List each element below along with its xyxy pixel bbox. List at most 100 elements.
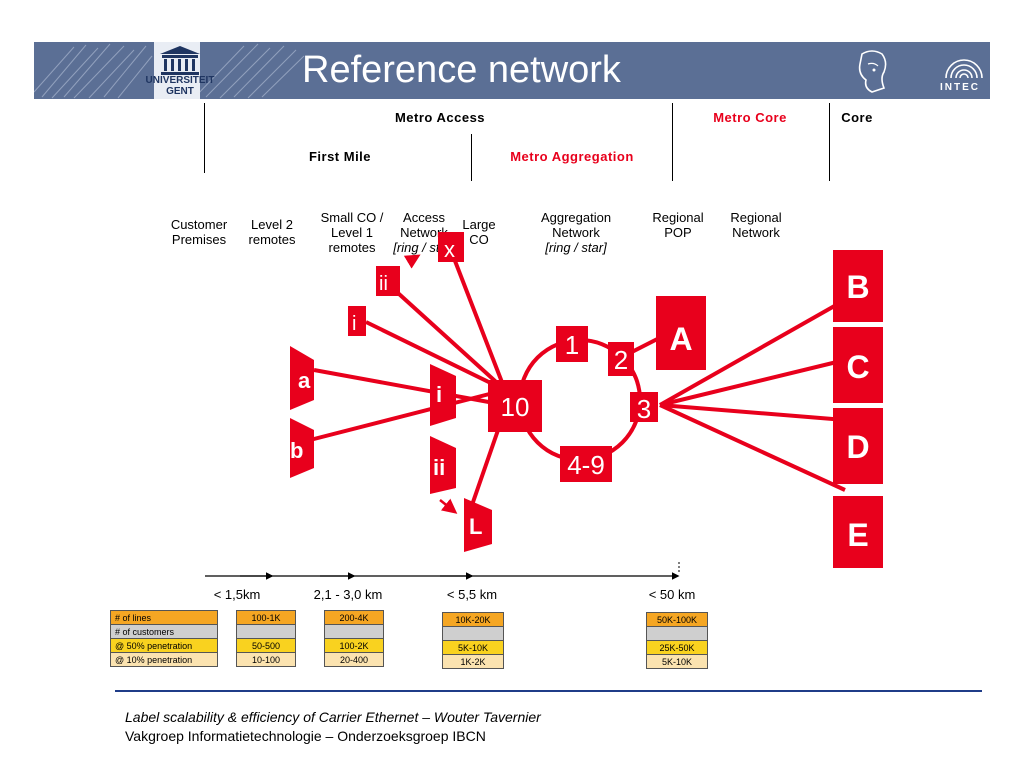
link-x-10: [448, 247, 507, 391]
cell: [646, 626, 708, 641]
node-a-label: a: [298, 368, 311, 393]
cell: [236, 624, 296, 639]
cell: [442, 626, 504, 641]
node-i-upper-shape: [348, 306, 366, 336]
cell: 50-500: [236, 638, 296, 653]
node-i-left-shape: [430, 364, 456, 426]
link-iupper-10: [365, 320, 506, 392]
node-L-label: L: [469, 514, 482, 539]
node-B-shape: [833, 250, 883, 322]
cell: 20-400: [324, 652, 384, 667]
cell: 10-100: [236, 652, 296, 667]
cell: 25K-50K: [646, 640, 708, 655]
table-col-1: 100-1K 50-500 10-100: [236, 610, 296, 667]
node-B-label: B: [846, 269, 869, 305]
node-C-label: C: [846, 349, 869, 385]
node-b-shape: [290, 418, 314, 478]
legend-50pct: @ 50% penetration: [110, 638, 218, 653]
cell: 5K-10K: [442, 640, 504, 655]
table-col-2: 200-4K 100-2K 20-400: [324, 610, 384, 667]
band-metro-access: Metro Access: [394, 110, 486, 125]
node-3-shape: [630, 392, 658, 422]
node-x-label: x: [444, 237, 455, 262]
university-name: UNIVERSITEIT GENT: [145, 75, 215, 97]
band-first-mile: First Mile: [308, 149, 372, 164]
page-title: Reference network: [302, 49, 621, 91]
node-2-shape: [608, 342, 634, 376]
cell: 200-4K: [324, 610, 384, 625]
legend-customers: # of customers: [110, 624, 218, 639]
arrow-to-access: [403, 254, 421, 269]
node-L-shape: [464, 498, 492, 552]
arrow-to-L: [439, 498, 458, 514]
legend-10pct: @ 10% penetration: [110, 652, 218, 667]
link-3-C: [659, 358, 846, 407]
link-3-E: [659, 403, 846, 492]
legend-lines: # of lines: [110, 610, 218, 625]
cell: [324, 624, 384, 639]
node-4-9-label: 4-9: [567, 450, 605, 480]
node-10-shape: [488, 380, 542, 432]
node-i-left-label: i: [436, 382, 442, 407]
link-3-B: [659, 298, 846, 407]
node-D-shape: [833, 408, 883, 484]
link-iiupper-10: [386, 282, 507, 392]
node-A-shape: [656, 296, 706, 370]
intec-arc-logo-icon: [945, 59, 983, 79]
node-ii-upper-shape: [376, 266, 400, 296]
table-col-3: 10K-20K 5K-10K 1K-2K: [442, 612, 504, 669]
distance-label-3: < 5,5 km: [446, 587, 498, 602]
distance-label-1: < 1,5km: [213, 587, 261, 602]
node-3-label: 3: [637, 394, 651, 424]
intec-label: INTEC: [940, 82, 980, 93]
node-1-label: 1: [565, 330, 579, 360]
node-E-label: E: [847, 517, 868, 553]
band-divider-aggregation: [471, 134, 472, 181]
node-D-label: D: [846, 429, 869, 465]
footer-title: Label scalability & efficiency of Carrie…: [125, 709, 541, 725]
legend-table: # of lines # of customers @ 50% penetrat…: [110, 610, 218, 667]
cell: 5K-10K: [646, 654, 708, 669]
node-a-shape: [290, 346, 314, 410]
cell: 10K-20K: [442, 612, 504, 627]
node-2-label: 2: [614, 345, 628, 375]
node-E-shape: [833, 496, 883, 568]
node-C-shape: [833, 327, 883, 403]
footer-subtitle: Vakgroep Informatietechnologie – Onderzo…: [125, 728, 486, 744]
band-divider-core-right: [829, 103, 830, 181]
university-building-icon: [160, 46, 200, 75]
distance-label-4: < 50 km: [648, 587, 696, 602]
node-i-upper-label: i: [352, 313, 356, 335]
band-metro-aggregation: Metro Aggregation: [510, 149, 634, 164]
cell: 1K-2K: [442, 654, 504, 669]
node-b-label: b: [290, 438, 303, 463]
band-core: Core: [841, 110, 873, 125]
cell: 50K-100K: [646, 612, 708, 627]
mascot-head-icon: [858, 50, 887, 93]
node-ii-left-shape: [430, 436, 456, 494]
band-divider-left: [204, 103, 205, 173]
link-3-D: [659, 403, 846, 422]
node-ii-left-label: ii: [433, 455, 445, 480]
node-A-label: A: [669, 321, 692, 357]
node-10-label: 10: [501, 392, 530, 422]
node-1-shape: [556, 326, 588, 362]
link-b-10: [309, 388, 506, 442]
table-col-4: 50K-100K 25K-50K 5K-10K: [646, 612, 708, 669]
cell: 100-1K: [236, 610, 296, 625]
node-x-shape: [438, 232, 464, 262]
footer-divider: [115, 690, 982, 692]
cell: 100-2K: [324, 638, 384, 653]
band-divider-core-left: [672, 103, 673, 181]
node-4-9-shape: [560, 446, 612, 482]
distance-label-2: 2,1 - 3,0 km: [313, 587, 383, 602]
band-metro-core: Metro Core: [713, 110, 787, 125]
node-ii-upper-label: ii: [379, 273, 388, 295]
